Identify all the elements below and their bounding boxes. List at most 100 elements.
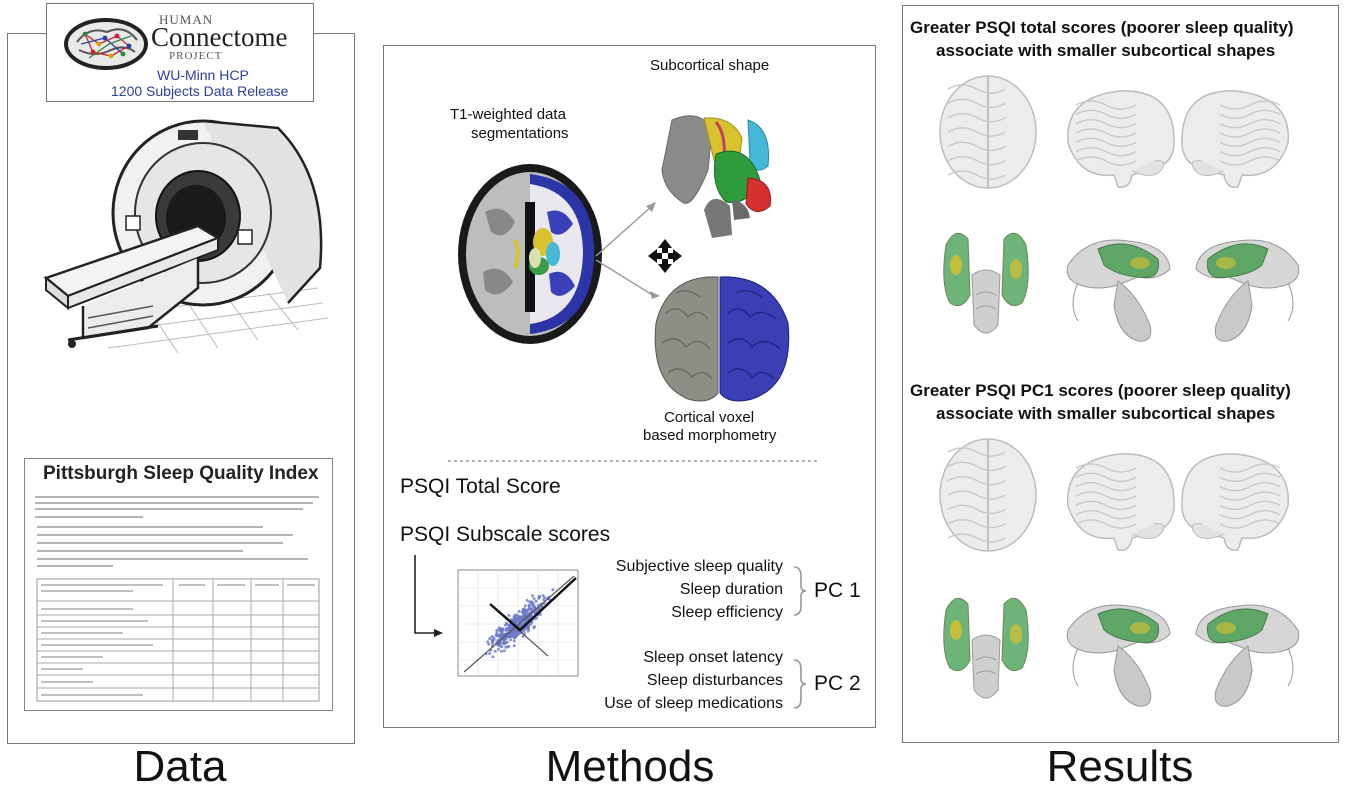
scatter-point — [500, 629, 504, 633]
brain-top-view-b — [939, 438, 1037, 552]
scatter-point — [499, 649, 503, 653]
scatter-point — [526, 629, 530, 633]
pc1-item-0: Subjective sleep quality — [615, 558, 783, 575]
pc2-label: PC 2 — [814, 672, 861, 695]
scatter-point — [512, 644, 516, 648]
hcp-release-line2: 1200 Subjects Data Release — [111, 83, 289, 99]
scatter-point — [487, 642, 491, 646]
scatter-point — [507, 628, 510, 631]
subcortical-front-view-a — [943, 232, 1029, 334]
psqi-form-body — [35, 496, 320, 702]
psqi-form: Pittsburgh Sleep Quality Index — [24, 458, 333, 711]
subcortical-left-view-a — [1066, 239, 1171, 342]
scatter-point — [502, 649, 506, 653]
subcortical-right-view-a — [1195, 239, 1300, 342]
results-heading1-line2: associate with smaller subcortical shape… — [936, 41, 1276, 60]
hcp-human-text: HUMAN — [159, 12, 214, 27]
pc2-item-1: Sleep disturbances — [646, 672, 783, 689]
scatter-point — [509, 638, 513, 642]
brain-left-view-b — [1067, 453, 1175, 551]
scatter-point — [542, 598, 546, 602]
section-label-results: Results — [1046, 742, 1194, 791]
scatter-point — [517, 609, 521, 613]
cortical-surface-image — [654, 276, 790, 402]
scatter-point — [488, 652, 492, 655]
section-label-methods: Methods — [545, 742, 715, 791]
pc1-item-2: Sleep efficiency — [671, 604, 783, 621]
pc1-item-1: Sleep duration — [679, 581, 783, 598]
subcortical-right-view-b — [1195, 604, 1300, 707]
scatter-point — [502, 642, 506, 646]
scatter-point — [531, 594, 535, 598]
subcortical-shape-image — [661, 115, 772, 238]
mri-scanner-illustration — [43, 119, 329, 354]
pca-scatter-plot — [457, 569, 579, 677]
scatter-point — [514, 616, 518, 620]
scatter-point — [529, 622, 533, 626]
scatter-point — [523, 604, 527, 608]
scatter-point — [495, 634, 499, 638]
scatter-point — [526, 626, 530, 630]
results-heading2-line2: associate with smaller subcortical shape… — [936, 404, 1276, 423]
scatter-point — [512, 639, 516, 643]
scatter-point — [517, 632, 520, 636]
scatter-point — [525, 598, 529, 602]
cortical-label-line2: based morphometry — [643, 427, 777, 444]
t1-label-line1: T1-weighted data — [450, 106, 566, 123]
methods-arrow-lower — [650, 291, 660, 299]
brain-right-view-b — [1181, 453, 1289, 551]
scatter-point — [526, 617, 530, 621]
psqi-form-title: Pittsburgh Sleep Quality Index — [43, 463, 319, 484]
pc1-brace — [793, 566, 807, 616]
scatter-point — [493, 649, 497, 653]
psqi-total-score-label: PSQI Total Score — [400, 475, 561, 498]
psqi-subscale-label: PSQI Subscale scores — [400, 523, 611, 546]
scatter-point — [520, 616, 524, 620]
scatter-point — [532, 597, 536, 601]
brain-right-view-a — [1181, 90, 1289, 188]
subscale-elbow-arrow — [414, 555, 443, 637]
pc2-item-0: Sleep onset latency — [643, 649, 783, 666]
t1-label-line2: segmentations — [471, 125, 569, 142]
scatter-point — [495, 631, 499, 635]
t1-brain-slice-image — [458, 164, 602, 344]
scatter-point — [521, 635, 525, 638]
brain-top-view-a — [939, 75, 1037, 189]
subcortical-shape-label: Subcortical shape — [650, 57, 770, 74]
pc-vectors — [489, 577, 577, 632]
methods-arrows — [595, 202, 656, 297]
hcp-project-text: PROJECT — [169, 50, 223, 62]
pc2-brace — [793, 659, 807, 709]
hcp-logo-box: HUMAN Connectome PROJECT WU-Minn HCP 120… — [46, 3, 314, 102]
section-label-data: Data — [133, 742, 227, 791]
pc-axis-long — [463, 575, 575, 673]
scatter-point — [491, 639, 494, 643]
scatter-point — [533, 625, 536, 629]
scatter-point — [504, 645, 508, 649]
scatter-point — [527, 604, 531, 608]
scatter-point — [497, 626, 501, 630]
scatter-point — [491, 655, 495, 659]
four-way-arrow-icon — [648, 239, 682, 273]
scatter-point — [507, 614, 511, 617]
scatter-point — [492, 636, 496, 640]
scatter-point — [551, 588, 555, 592]
scatter-point — [530, 608, 534, 612]
methods-divider — [448, 460, 820, 462]
scatter-point — [495, 628, 499, 632]
results-heading2-line1: Greater PSQI PC1 scores (poorer sleep qu… — [910, 381, 1291, 400]
scatter-point — [534, 599, 538, 603]
hcp-connectome-text: Connectome — [151, 22, 288, 52]
scatter-point — [496, 643, 500, 647]
scatter-point — [537, 594, 541, 598]
pc2-item-2: Use of sleep medications — [604, 695, 783, 712]
pc1-label: PC 1 — [814, 579, 861, 602]
scatter-point — [541, 594, 545, 598]
hcp-release-line1: WU-Minn HCP — [157, 67, 249, 83]
scatter-point — [498, 634, 502, 638]
scatter-point — [508, 625, 512, 629]
scatter-point — [507, 644, 511, 648]
scatter-point — [486, 640, 490, 644]
scatter-point — [503, 637, 507, 641]
scatter-point — [504, 621, 508, 625]
